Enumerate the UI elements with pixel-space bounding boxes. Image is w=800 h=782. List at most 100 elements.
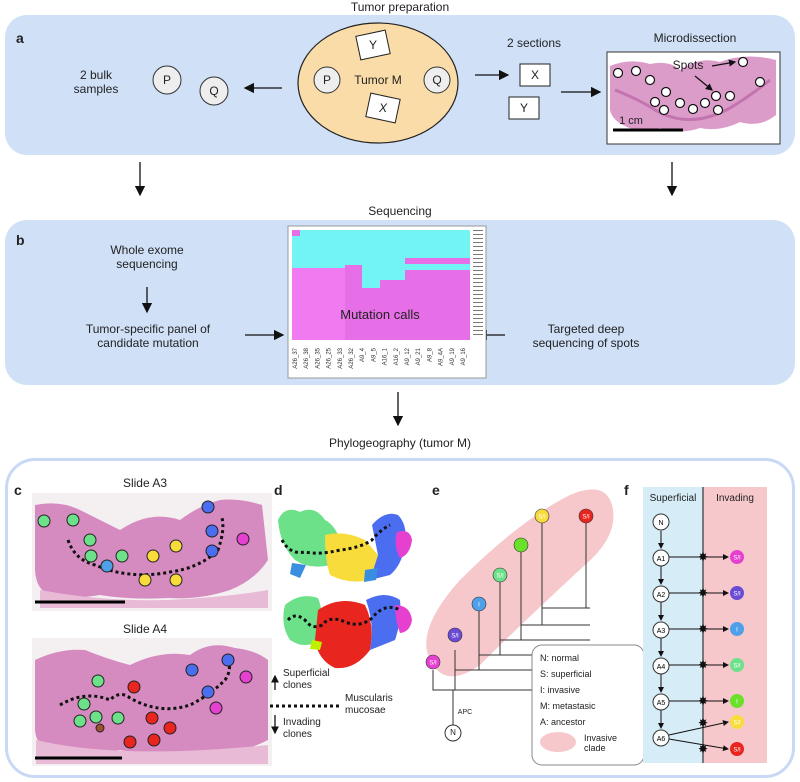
section-x-label: X: [530, 68, 539, 82]
ancestor-node-label: A4: [657, 664, 666, 671]
legend-clade-label: Invasive clade: [584, 733, 618, 753]
sections-label: 2 sections: [506, 36, 562, 50]
legend-entry: S: superficial: [540, 669, 592, 679]
slide-a4-title: Slide A4: [122, 622, 168, 636]
ancestor-node: [652, 657, 670, 675]
ancestor-node: [652, 693, 670, 711]
phylo-node-label: S/I: [496, 574, 504, 580]
clone-map-top: [278, 509, 412, 582]
panel-e-label: e: [432, 482, 440, 498]
spots-pointer-2: [694, 75, 713, 91]
phylo-node-n: [444, 724, 462, 742]
legend-entry: I: invasive: [540, 685, 581, 695]
tumor-q-circle: [423, 66, 451, 94]
svg-text:✸: ✸: [698, 716, 708, 730]
panel-b-label: b: [16, 232, 25, 248]
phylo-node-label: I: [478, 603, 480, 609]
heatmap-gene-labels: [473, 230, 483, 335]
slide-a4-muscularis-line: [59, 659, 231, 711]
ancestor-node-label: A6: [657, 736, 666, 743]
candidate-panel-label: Tumor-specific panel of candidate mutati…: [85, 322, 211, 350]
bulk-p-circle: [152, 65, 182, 95]
clone-node-label: S/I: [733, 664, 741, 670]
ancestor-node-label: A5: [657, 700, 666, 707]
title-phylogeography: Phylogeography (tumor M): [328, 436, 472, 450]
panel-d-label: d: [274, 482, 283, 498]
mutation-calls-label: Mutation calls: [340, 307, 420, 322]
panel-a-label: a: [16, 30, 24, 46]
phylo-node-label: S/I: [429, 661, 437, 667]
clone-nodes: S/IS/IIS/IIS/IS/I: [730, 550, 744, 756]
clone-node-label: S/I: [733, 592, 741, 598]
section-y-box: [508, 96, 540, 120]
sample-label: A9_12: [405, 347, 411, 365]
sample-label: A9_16: [461, 347, 467, 365]
tumor-y-box: [355, 29, 391, 61]
tumor-x-box: [365, 92, 401, 124]
superficial-clones-label: Superficial clones: [283, 668, 330, 691]
ancestor-node: [652, 729, 670, 747]
ancestor-node: [652, 549, 670, 567]
sample-label: A16_2: [394, 347, 400, 365]
sample-label: A26_35: [315, 347, 321, 368]
sample-label: A26_32: [349, 347, 355, 368]
slide-a4-spots: [73, 653, 253, 749]
sample-label: A9_4A: [439, 348, 445, 366]
clone-node-label: S/I: [733, 556, 741, 562]
clone-node: [730, 550, 744, 564]
tumor-y-label: Y: [368, 38, 377, 52]
clone-node-label: I: [736, 628, 738, 634]
clone-node: [730, 622, 744, 636]
sample-label: A9_4: [360, 347, 366, 362]
sample-label: A9_21: [416, 347, 422, 365]
sample-label: A26_33: [338, 347, 344, 368]
invasive-clade-shape: [426, 489, 614, 677]
slide-a3-muscularis-line: [66, 517, 225, 577]
svg-text:✸: ✸: [698, 586, 708, 600]
tumor-p-label: P: [322, 73, 331, 87]
slide-a3-spots: [37, 500, 250, 587]
title-tumor-preparation: Tumor preparation: [350, 0, 450, 14]
phylo-node-label: S/I: [582, 515, 590, 521]
tumor-label: Tumor M: [354, 73, 402, 87]
ancestor-node-label: A3: [657, 628, 666, 635]
scale-label: 1 cm: [619, 115, 643, 127]
sample-label: A9_5: [371, 347, 377, 362]
phylo-nodes: [425, 508, 594, 670]
sample-label: A9_8: [427, 347, 433, 362]
clone-node: [730, 694, 744, 708]
microdissection-label: Microdissection: [653, 31, 737, 45]
svg-text:✸: ✸: [698, 742, 708, 756]
microdissection-spots: [612, 56, 766, 116]
title-sequencing: Sequencing: [368, 204, 432, 218]
clone-node-label: S/I: [733, 748, 741, 754]
sample-label: A9_19: [450, 347, 456, 365]
svg-text:✸: ✸: [698, 622, 708, 636]
sample-label: A26_25: [327, 347, 333, 368]
clone-node: [730, 742, 744, 756]
phylo-node-label: S/I: [451, 634, 459, 640]
superficial-header: Superficial: [649, 493, 697, 504]
section-x-box: [519, 63, 551, 87]
invading-header: Invading: [716, 493, 754, 504]
node-n-label: N: [450, 728, 456, 737]
ancestor-node-label: A1: [657, 556, 666, 563]
ancestor-node-label: A2: [657, 592, 666, 599]
invading-clones-label: Invading clones: [283, 717, 321, 740]
muscularis-mucosae-label: Muscularis mucosae: [345, 693, 393, 716]
clone-map-bottom: [283, 595, 412, 669]
panel-c-label: c: [14, 482, 22, 498]
ancestor-node: [652, 585, 670, 603]
phylo-tree-lines: [432, 518, 590, 727]
ancestor-node-label: N: [658, 520, 663, 527]
slide-a3-title: Slide A3: [122, 476, 168, 490]
tumor-ellipse: [297, 22, 459, 144]
apc-label: APC: [457, 709, 473, 716]
tumor-q-label: Q: [432, 73, 442, 87]
ancestor-node: [652, 513, 670, 531]
